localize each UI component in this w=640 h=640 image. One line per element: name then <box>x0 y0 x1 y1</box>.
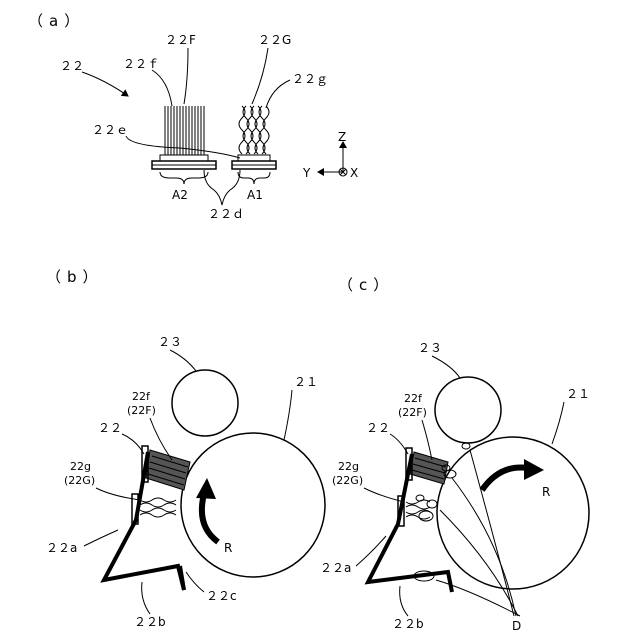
dust-leader-3 <box>440 510 518 616</box>
straight-fibers-b <box>142 446 190 490</box>
holder-c-label-b: ２２c <box>206 589 237 603</box>
dust-leader-4 <box>436 580 520 616</box>
crimped-fibers-c <box>398 495 437 526</box>
fiber-g-label-c: 22g <box>338 460 359 473</box>
panel-a: （a） ２２ ２２F ２２ｆ <box>28 12 358 221</box>
main-roller-label-c: ２１ <box>566 387 590 401</box>
holder-b-label-b: ２２b <box>134 615 166 629</box>
brace-a2 <box>160 172 208 184</box>
fiber-g-label-b: 22g <box>70 460 91 473</box>
rotation-arrow-c-head <box>524 459 544 480</box>
rotation-arrow-b-head <box>196 478 216 499</box>
axis-x-label: X <box>350 166 358 180</box>
fiber-straight-lower-label: ２２ｆ <box>123 57 159 71</box>
main-roller-label: ２１ <box>294 375 318 389</box>
fiber-f-label-b: 22f <box>132 390 151 403</box>
crimped-fibers-b <box>132 494 176 524</box>
axis-z-label: Z <box>338 130 346 144</box>
fiber-crimped-label: ２２G <box>258 33 291 47</box>
region-a2-label: A2 <box>172 188 188 202</box>
main-roller-leader-c <box>552 402 564 444</box>
holder-a-leader-b <box>84 530 118 546</box>
fiber-f-paren-label-c: (22F) <box>398 406 427 419</box>
brush-unit-label: ２２ <box>60 59 84 73</box>
upper-roller-label: ２３ <box>158 335 182 349</box>
brush-unit-arrow <box>82 72 128 96</box>
holder-edge-b <box>180 566 184 590</box>
fiber-crimped-lower-label: ２２ｇ <box>292 72 328 86</box>
main-roller-leader <box>284 390 292 440</box>
holder-a-leader-c <box>356 536 386 566</box>
base-cloth-label: ２２ｅ <box>92 123 128 137</box>
upper-roller-leader <box>170 350 196 371</box>
rotation-arrow-c <box>482 467 528 490</box>
panel-b: （b） ２３ ２１ R <box>46 268 325 629</box>
panel-c: （c） ２３ ２１ R <box>320 276 590 633</box>
upper-roller <box>172 370 238 436</box>
fiber-g-paren-label-b: (22G) <box>64 474 95 487</box>
fiber-crimped-leader <box>252 48 268 104</box>
brace-a1 <box>238 172 270 184</box>
axis-y-label: Y <box>302 166 311 180</box>
crimped-fiber-bundle <box>239 106 269 154</box>
holder-a-label-b: ２２a <box>46 541 77 555</box>
holder-b-label-c: ２２b <box>392 617 424 631</box>
rotation-label-c: R <box>542 485 550 499</box>
fiber-g-paren-label-c: (22G) <box>332 474 363 487</box>
rotation-label-b: R <box>224 541 232 555</box>
upper-roller-c <box>435 377 501 443</box>
panel-b-label: （b） <box>46 268 104 286</box>
base-a2 <box>152 155 216 169</box>
fiber-f-paren-label-b: (22F) <box>127 404 156 417</box>
backing-label: ２２ｄ <box>208 207 244 221</box>
holder-a-label-c: ２２a <box>320 561 351 575</box>
fiber-f-leader-c <box>422 420 432 460</box>
dust-label-c: D <box>512 619 521 633</box>
upper-roller-leader-c <box>432 356 460 378</box>
main-roller-c <box>437 437 589 589</box>
panel-a-label: （a） <box>28 12 85 30</box>
fiber-f-label-c: 22f <box>404 392 423 405</box>
brush-label-c: ２２ <box>366 421 390 435</box>
fiber-straight-lower-leader <box>152 70 172 106</box>
region-a1-label: A1 <box>247 188 263 202</box>
brush-label-b: ２２ <box>98 421 122 435</box>
axis-indicator: Z Y X <box>302 130 358 180</box>
holder-b-leader-b <box>142 582 150 614</box>
holder-b-leader-c <box>400 586 408 616</box>
fiber-straight-leader <box>184 48 188 104</box>
fiber-crimped-lower-leader <box>266 80 290 108</box>
panel-c-label: （c） <box>338 276 394 294</box>
backing-brace <box>204 170 240 205</box>
rotation-arrow-b <box>202 494 218 542</box>
holder-c-leader-b <box>186 572 204 592</box>
fiber-straight-label: ２２F <box>165 33 196 47</box>
brush-leader-b <box>122 434 144 454</box>
upper-roller-label-c: ２３ <box>418 341 442 355</box>
dust-particle-top <box>462 443 470 449</box>
